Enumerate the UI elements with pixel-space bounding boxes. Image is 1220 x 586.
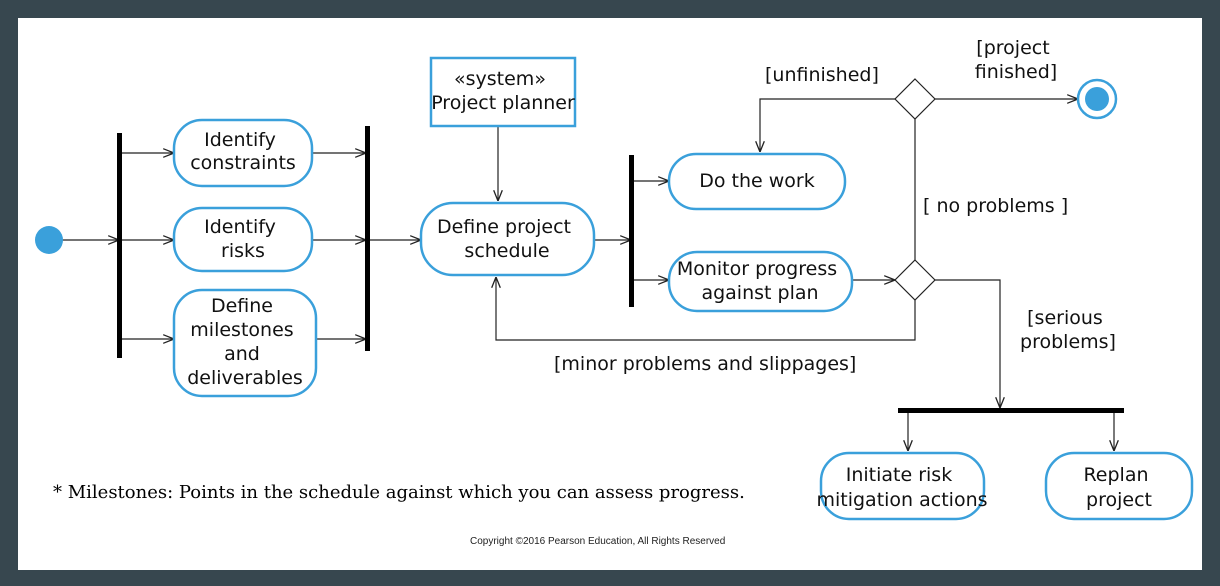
edges (62, 99, 1114, 451)
node-system-planner (429, 56, 577, 128)
copyright-notice: Copyright ©2016 Pearson Education, All R… (470, 536, 726, 547)
join-bar-1 (365, 126, 370, 351)
fork-bar-3 (898, 408, 1124, 413)
node-monitor-progress (667, 250, 854, 313)
label-identify-risks: Identify risks (204, 216, 282, 262)
activity-diagram: Identify constraints Identify risks Defi… (35, 37, 1194, 521)
initial-node (35, 226, 63, 254)
label-define-schedule: Define project schedule (437, 216, 577, 262)
node-define-milestones (172, 288, 318, 398)
node-do-work (667, 152, 847, 211)
edge-unfinished (760, 98, 895, 152)
slide: Identify constraints Identify risks Defi… (18, 18, 1202, 570)
fork-bar-2 (629, 155, 634, 307)
edge-minor-problems (496, 277, 916, 341)
label-system-planner: «system» Project planner (431, 68, 575, 114)
decision-finished (894, 78, 936, 120)
guard-serious-problems: [serious problems] (1020, 307, 1116, 353)
node-replan (1044, 451, 1194, 521)
node-identify-constraints (172, 118, 314, 188)
guard-project-finished: [project finished] (975, 37, 1057, 83)
fork-bar-1 (117, 133, 122, 358)
label-replan: Replan project (1083, 464, 1154, 511)
label-initiate-risk: Initiate risk mitigation actions (816, 464, 987, 511)
node-identify-risks (172, 206, 314, 273)
guard-unfinished: [unfinished] (765, 64, 879, 86)
edge-serious-problems (935, 279, 1000, 408)
label-identify-constraints: Identify constraints (190, 129, 296, 174)
label-monitor-progress: Monitor progress against plan (677, 258, 843, 304)
decision-problems (894, 259, 936, 301)
guard-no-problems: [ no problems ] (923, 195, 1068, 217)
milestones-footnote: * Milestones: Points in the schedule aga… (53, 482, 745, 503)
node-define-schedule (419, 201, 596, 277)
label-do-work: Do the work (699, 170, 815, 192)
guard-minor-problems: [minor problems and slippages] (554, 353, 856, 375)
label-define-milestones: Define milestones and deliverables (187, 295, 303, 389)
final-node (1076, 78, 1118, 120)
node-initiate-risk (819, 451, 986, 521)
